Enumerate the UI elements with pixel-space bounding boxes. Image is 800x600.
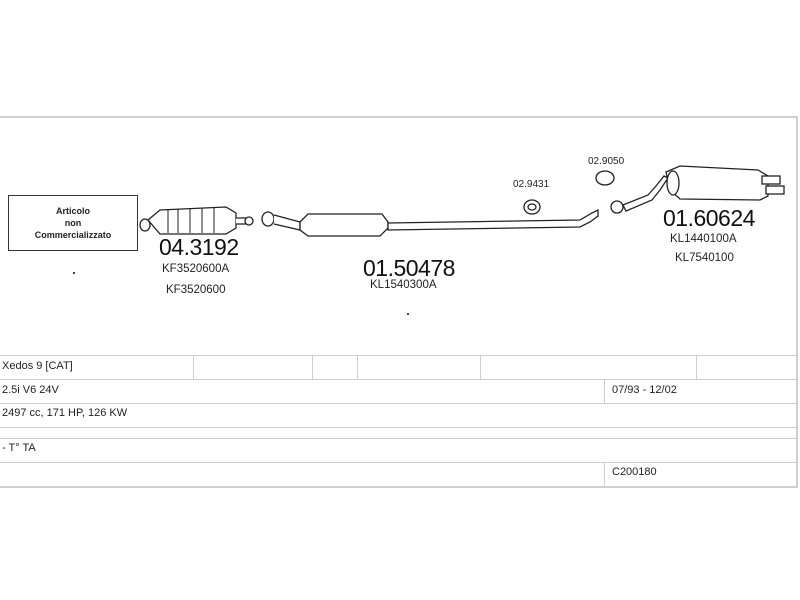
table-divider [193,355,194,379]
rear-silencer-ref-1: KL1440100A [670,233,737,245]
stray-mark [73,272,75,274]
middle-silencer-part-code[interactable]: 01.50478 [363,255,455,281]
front-pipe-illustration[interactable] [261,211,301,231]
gasket-2-part-code[interactable]: 02.9050 [588,156,625,167]
table-row [0,403,798,404]
engine-displacement-power: 2497 cc, 171 HP, 126 KW [2,407,128,419]
table-row [0,427,798,428]
not-commercialized-notice: Articolo non Commercializzato [8,195,138,251]
stray-mark [407,313,409,315]
table-divider [480,355,481,379]
catalyst-ref-1: KF3520600A [162,263,230,275]
gasket-ring-illustration[interactable] [523,199,541,215]
notice-line-3: Commercializzato [34,230,112,240]
diagram-frame [0,116,798,488]
notice-line-1: Articolo [55,206,90,216]
catalyst-part-code[interactable]: 04.3192 [159,234,239,260]
application-code: C200180 [612,466,657,478]
table-divider [312,355,313,379]
catalytic-converter-illustration[interactable] [139,206,254,235]
rear-silencer-part-code[interactable]: 01.60624 [663,205,755,231]
gasket-1-part-code[interactable]: 02.9431 [513,179,550,190]
catalyst-ref-2: KF3520600 [166,284,226,296]
middle-silencer-illustration[interactable] [299,208,599,237]
vehicle-model: Xedos 9 [CAT] [2,360,73,372]
gasket-clamp-illustration[interactable] [595,170,615,186]
rear-silencer-ref-2: KL7540100 [675,252,734,264]
engine-spec: 2.5i V6 24V [2,384,59,396]
table-divider [357,355,358,379]
table-divider [604,462,605,486]
drive-type: - T° TA [2,442,36,454]
notice-line-2: non [64,218,82,228]
table-row [0,462,798,463]
table-row [0,379,798,380]
table-row [0,438,798,439]
production-dates: 07/93 - 12/02 [612,384,677,396]
middle-silencer-ref-1: KL1540300A [370,279,437,291]
table-divider [696,355,697,379]
rear-silencer-illustration[interactable] [610,165,785,214]
table-row [0,355,798,356]
table-divider [604,379,605,403]
